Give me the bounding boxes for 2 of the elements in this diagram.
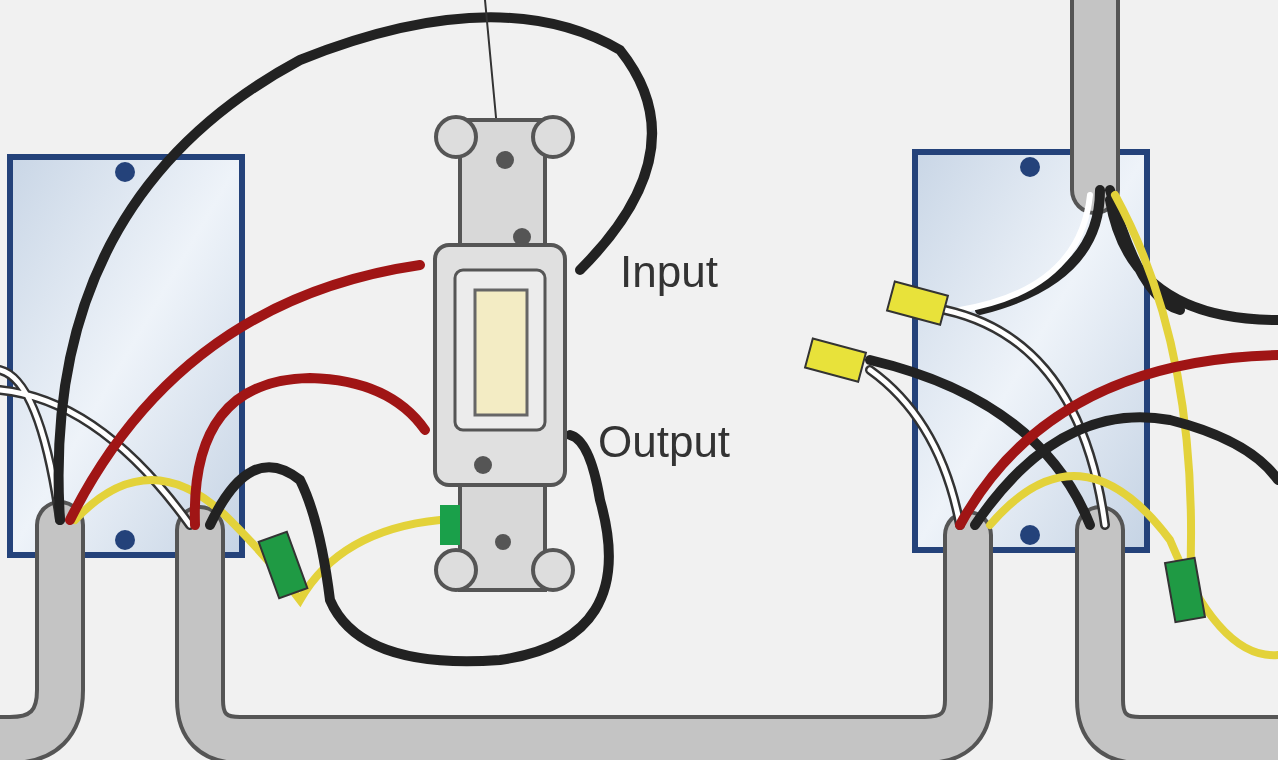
terminal-label: Input — [620, 250, 718, 294]
terminal-label: Output — [598, 420, 731, 464]
